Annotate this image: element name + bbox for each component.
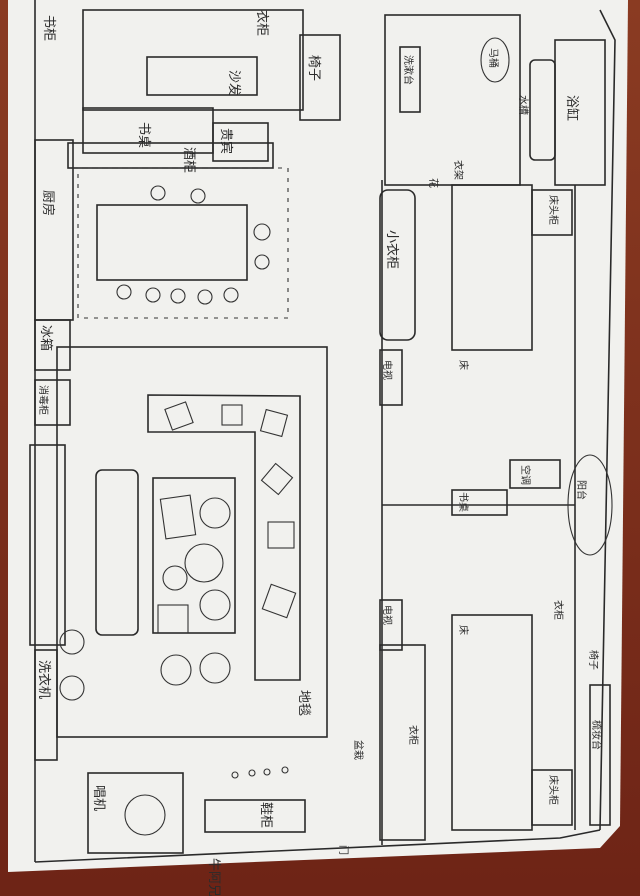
label-shoe-cabinet: 鞋柜 [258,802,274,828]
label-chair-study: 椅子 [306,55,321,81]
bed-1 [451,184,533,351]
cushions [164,401,297,619]
record-player-stand [87,772,184,854]
label-desk-study: 书桌 [136,122,151,148]
label-carpet: 地毯 [296,690,311,716]
label-vip: 贵宾 [218,128,234,154]
desk-bedroom [451,489,508,516]
label-tv-1: 电视 [381,360,394,380]
label-wardrobe-bed2: 衣柜 [407,725,420,745]
label-tv-2: 电视 [381,605,394,625]
label-nightstand-2: 床头柜 [547,775,560,805]
balcony-round-table [567,454,613,556]
wall-right [599,9,616,831]
chair-study [299,34,341,121]
bed-2 [451,614,533,831]
sectional-sofa [147,394,301,681]
label-bathtub: 浴缸 [564,95,580,121]
dresser [589,684,611,826]
coffee-table [152,477,236,634]
plant-pot [59,675,85,701]
label-wardrobe-bed1: 衣柜 [552,600,565,620]
stool [199,652,231,684]
stool [160,654,192,686]
air-conditioner [509,459,561,489]
sterilizer [34,379,71,426]
study-sofa [146,56,258,96]
hooks [231,766,289,779]
label-plant-1: 花 [427,178,440,188]
label-nightstand-1: 床头柜 [547,195,560,225]
label-wine-cabinet: 酒柜 [181,147,196,173]
label-sink: 水槽 [517,95,530,115]
label-balcony: 阳台 [575,480,588,500]
label-desk-bedroom: 书桌 [457,492,470,512]
fridge [34,319,71,371]
label-bed-2: 床 [457,625,470,635]
tv-2 [379,599,403,651]
label-toilet: 马桶 [487,48,500,68]
study-room [82,9,304,111]
tv-1 [379,349,403,406]
small-wardrobe [379,189,416,341]
label-sofa-study: 沙发 [226,70,242,96]
label-bed-1: 床 [457,360,470,370]
wall-bottom [34,829,601,863]
label-small-wardrobe: 小衣柜 [384,230,400,269]
label-door: 门 [337,845,350,855]
label-air-conditioner: 空调 [519,465,532,485]
wardrobe-bed2 [379,644,426,841]
plant-pot [59,629,85,655]
label-record-player: 唱机 [91,785,106,811]
label-kitchen: 厨房 [40,190,56,216]
label-sterilizer: 消毒柜 [37,385,50,415]
label-plant-2: 盆栽 [352,740,365,760]
label-chairs-bar: 椅子 [587,650,600,670]
dining-chairs [116,185,271,305]
record-disc [124,794,166,836]
sink [529,59,556,161]
label-bookcase: 书柜 [41,15,56,41]
label-rack: 衣架 [452,160,465,180]
paper-sheet [8,0,628,872]
shoe-cabinet [204,799,306,833]
living-room [56,346,328,738]
nightstand-2 [531,769,573,826]
label-wardrobe: 衣柜 [254,10,270,36]
label-washer: 洗衣机 [36,660,52,699]
dining-table [96,204,248,281]
tv-cabinet [29,444,66,646]
sofa-long [95,469,139,636]
washbasin [399,46,421,113]
label-fridge: 冰箱 [38,325,54,351]
plan-title: 牛阿兄弟屋 [206,858,221,896]
washer [34,649,58,761]
label-dresser: 梳妆台 [590,720,603,750]
labels: 衣柜 书柜 沙发 椅子 书桌 贵宾 酒柜 厨房 冰箱 消毒柜 洗衣机 唱机 鞋柜… [36,10,603,896]
toilet [480,37,510,83]
nightstand-1 [531,189,573,236]
vip-cabinet [212,122,269,162]
label-washbasin: 洗漱台 [402,55,415,85]
dishes [157,494,231,634]
